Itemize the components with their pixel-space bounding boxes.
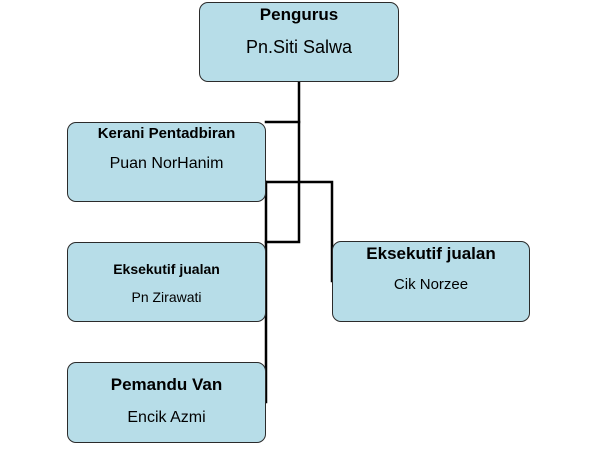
node-pengurus: Pengurus Pn.Siti Salwa bbox=[199, 2, 399, 82]
node-eksekutif-jualan-left: Eksekutif jualan Pn Zirawati bbox=[67, 242, 266, 322]
node-kerani-title: Kerani Pentadbiran bbox=[97, 125, 236, 142]
node-pemandu-title: Pemandu Van bbox=[110, 375, 223, 394]
node-pengurus-name: Pn.Siti Salwa bbox=[245, 37, 353, 57]
node-eksekutif-jualan-right: Eksekutif jualan Cik Norzee bbox=[332, 241, 530, 322]
node-pemandu-van: Pemandu Van Encik Azmi bbox=[67, 362, 266, 443]
node-kerani-pentadbiran: Kerani Pentadbiran Puan NorHanim bbox=[67, 122, 266, 202]
node-pemandu-name: Encik Azmi bbox=[127, 409, 206, 426]
node-eksekutif-right-name: Cik Norzee bbox=[393, 276, 469, 293]
node-eksekutif-left-name: Pn Zirawati bbox=[131, 289, 202, 305]
node-eksekutif-right-title: Eksekutif jualan bbox=[366, 244, 496, 263]
node-eksekutif-left-title: Eksekutif jualan bbox=[113, 261, 220, 277]
node-pengurus-title: Pengurus bbox=[259, 5, 339, 24]
node-kerani-name: Puan NorHanim bbox=[109, 155, 224, 172]
connector-pengurus-trunk bbox=[264, 80, 301, 244]
